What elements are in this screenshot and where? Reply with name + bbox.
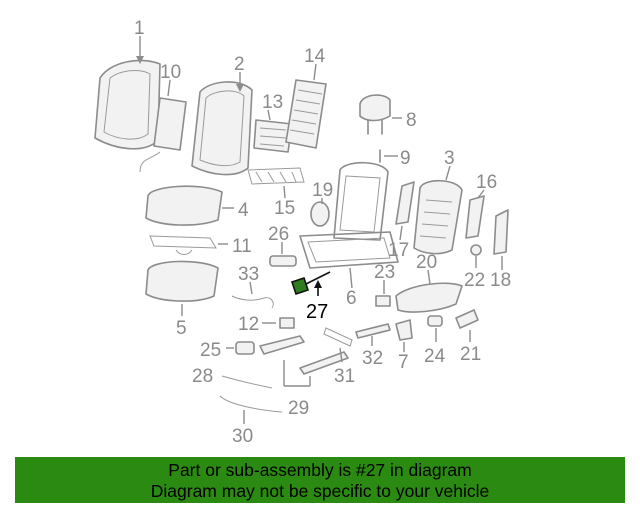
part-1-seatback-cover <box>94 36 161 150</box>
callout-3: 3 <box>444 148 455 169</box>
callout-14: 14 <box>304 46 326 67</box>
part-32-strip <box>355 323 391 346</box>
info-banner: Part or sub-assembly is #27 in diagram D… <box>15 457 625 503</box>
part-20-shield <box>395 269 463 313</box>
callout-32: 32 <box>362 348 383 369</box>
part-33-harness <box>231 281 274 309</box>
part-22-clip <box>470 244 482 268</box>
callout-18: 18 <box>490 270 511 291</box>
part-13-lumbar <box>253 109 293 153</box>
part-10-pad <box>139 79 187 173</box>
part-8-headrest <box>359 94 402 135</box>
part-25-motor <box>226 341 255 355</box>
part-18-trim <box>493 209 509 270</box>
callout-24: 24 <box>424 346 446 367</box>
callout-12: 12 <box>238 314 259 335</box>
part-6-seat-frame <box>299 161 399 289</box>
callout-2: 2 <box>234 54 245 75</box>
part-26-motor <box>269 242 297 267</box>
part-17-panel <box>395 181 415 241</box>
part-31-bracket <box>323 327 353 363</box>
part-29-track <box>259 335 349 387</box>
part-27-highlighted[interactable] <box>290 271 331 296</box>
callout-1: 1 <box>134 18 145 39</box>
part-30-wire <box>219 395 283 424</box>
callout-31: 31 <box>334 366 355 387</box>
callout-17: 17 <box>388 240 409 261</box>
callout-21: 21 <box>460 344 481 365</box>
callout-26: 26 <box>268 224 289 245</box>
banner-line-2: Diagram may not be specific to your vehi… <box>150 481 490 501</box>
callout-13: 13 <box>262 92 283 113</box>
callout-20: 20 <box>416 252 437 273</box>
callout-19: 19 <box>312 180 333 201</box>
part-28-cable <box>221 375 273 389</box>
callout-28: 28 <box>192 366 213 387</box>
part-3-seatback-assembly <box>413 165 463 255</box>
part-24-cover <box>427 315 443 342</box>
callout-8: 8 <box>406 110 417 131</box>
banner-line-1: Part or sub-assembly is #27 in diagram <box>168 460 472 480</box>
callout-4: 4 <box>238 200 249 221</box>
callout-6: 6 <box>346 288 357 309</box>
part-16-trim <box>465 189 485 239</box>
callout-9: 9 <box>400 148 411 169</box>
callout-22: 22 <box>464 270 485 291</box>
callout-10: 10 <box>160 62 181 83</box>
callout-27-highlighted[interactable]: 27 <box>306 301 328 323</box>
part-9-guide <box>379 149 398 163</box>
part-5-cushion <box>145 260 219 316</box>
part-21-handle <box>455 309 479 342</box>
part-11-pad <box>149 235 228 255</box>
part-4-seat-cushion <box>145 185 234 226</box>
callout-30: 30 <box>232 426 253 447</box>
callout-29: 29 <box>288 398 309 419</box>
callout-15: 15 <box>274 198 295 219</box>
part-23-cap <box>375 280 391 307</box>
callout-16: 16 <box>476 172 497 193</box>
part-2-seatback <box>191 72 253 176</box>
part-19-knob <box>310 198 330 227</box>
callout-11: 11 <box>232 236 252 257</box>
callout-33: 33 <box>238 264 259 285</box>
callout-25: 25 <box>200 340 221 361</box>
part-15-spring <box>247 167 305 199</box>
part-14-back-panel <box>285 63 327 149</box>
callout-7: 7 <box>398 352 409 373</box>
part-12-switch <box>262 317 295 329</box>
part-7-bracket <box>395 319 413 352</box>
callout-23: 23 <box>374 262 395 283</box>
callout-5: 5 <box>176 318 187 339</box>
